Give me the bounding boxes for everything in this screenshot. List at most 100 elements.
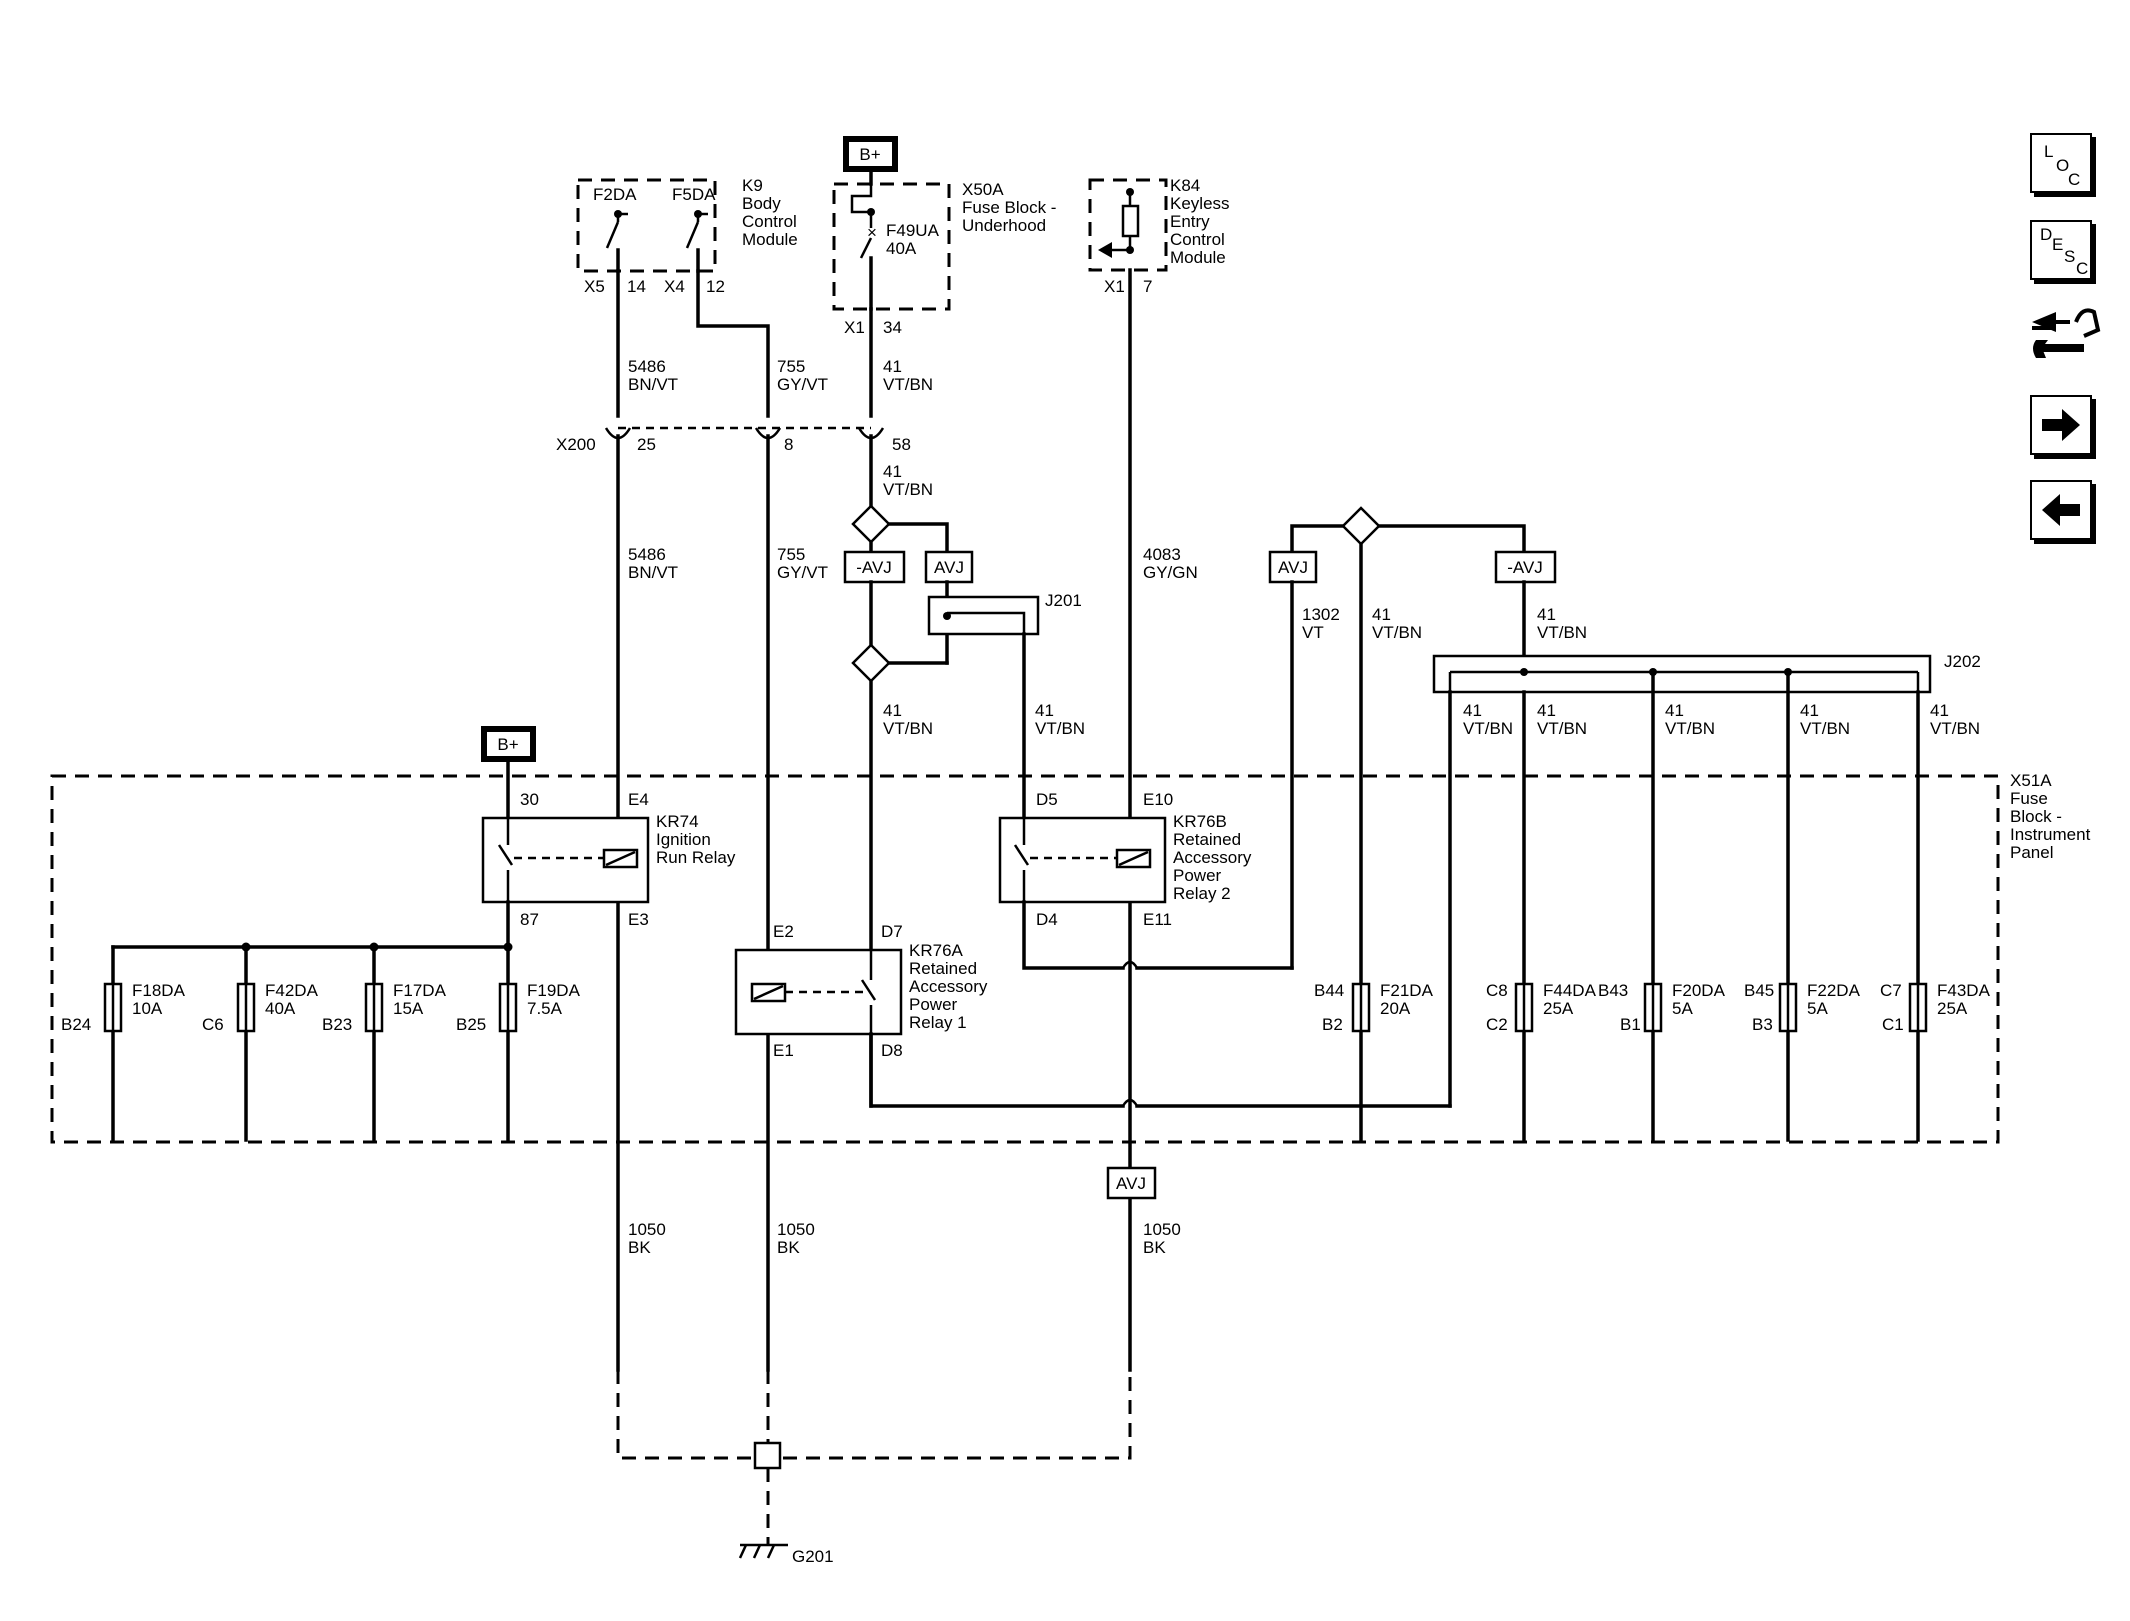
- relay-pin: E10: [1143, 790, 1173, 809]
- fuse-cavity: B25: [456, 1015, 486, 1034]
- fuse-name: F17DA: [393, 981, 447, 1000]
- fuse-f18da: [103, 945, 123, 1142]
- fuse-rating: 5A: [1807, 999, 1828, 1018]
- wire-label-color: VT/BN: [1035, 719, 1085, 738]
- next-page-button[interactable]: [2030, 395, 2092, 455]
- wire-label-number: 41: [883, 357, 902, 376]
- fuse-cavity: B44: [1314, 981, 1344, 1000]
- k84-output-driver: [1098, 188, 1140, 258]
- x50a-name-line: Underhood: [962, 216, 1046, 235]
- fuse-f17da: [364, 945, 384, 1142]
- x51a-name-line: Fuse: [2010, 789, 2048, 808]
- connector-wrench-button[interactable]: [2024, 300, 2104, 380]
- kr76b-contact: [1013, 818, 1030, 902]
- k9-name-line: Module: [742, 230, 798, 249]
- k9-pin-b: 12: [706, 277, 725, 296]
- fuse-name: F22DA: [1807, 981, 1861, 1000]
- kr76a-name-line: Accessory: [909, 977, 988, 996]
- fuse-rating: 25A: [1937, 999, 1968, 1018]
- x50a-name-line: Fuse Block -: [962, 198, 1056, 217]
- fuse-f43da: [1908, 982, 1928, 1142]
- fuse-name: F21DA: [1380, 981, 1434, 1000]
- wire-label-number: 5486: [628, 357, 666, 376]
- wire-label-color: VT/BN: [883, 719, 933, 738]
- location-button[interactable]: L O C: [2030, 133, 2092, 193]
- x50a-fuse-f49ua: ×: [850, 184, 877, 311]
- k9-switch-b: [685, 210, 708, 273]
- wire-label-color: BK: [777, 1238, 800, 1257]
- wire-label-number: 4083: [1143, 545, 1181, 564]
- location-letter: L: [2044, 142, 2054, 161]
- kr76b-id: KR76B: [1173, 812, 1227, 831]
- fuse-rating: 5A: [1672, 999, 1693, 1018]
- kr74-name-line: Run Relay: [656, 848, 736, 867]
- k84-name-line: Module: [1170, 248, 1226, 267]
- x200-pin: 25: [637, 435, 656, 454]
- wire-label-number: 1050: [628, 1220, 666, 1239]
- fuse-cavity: C6: [202, 1015, 224, 1034]
- ground-splice: [753, 1441, 782, 1470]
- fuse-f19da: [498, 945, 518, 1142]
- wire-label-number: 755: [777, 545, 805, 564]
- kr76b-output-wire: [1022, 900, 1125, 970]
- fuse-f44da: [1514, 982, 1534, 1142]
- description-button[interactable]: D E S C: [2030, 220, 2092, 280]
- option-not-avj-box: [1494, 550, 1557, 584]
- option-split-diamond: [851, 504, 891, 544]
- k9-connector-b: X4: [664, 277, 685, 296]
- wire-label-number: 1050: [777, 1220, 815, 1239]
- x51a-name-line: Block -: [2010, 807, 2062, 826]
- relay-pin: D8: [881, 1041, 903, 1060]
- k9-fuse-b-label: F5DA: [672, 185, 716, 204]
- x51a-id: X51A: [2010, 771, 2052, 790]
- fuse-f42da: [236, 945, 256, 1142]
- previous-page-button[interactable]: [2030, 480, 2092, 540]
- ground-label: G201: [792, 1547, 834, 1566]
- wire-label-number: 1302: [1302, 605, 1340, 624]
- kr76b-name-line: Relay 2: [1173, 884, 1231, 903]
- wire-label-number: 755: [777, 357, 805, 376]
- kr74-contact: [497, 818, 514, 902]
- option-not-avj-box: [843, 550, 906, 584]
- svg-text:×: ×: [867, 223, 877, 242]
- description-letter: D: [2040, 225, 2053, 244]
- x50a-pin: 34: [883, 318, 902, 337]
- wire-label-number: 1050: [1143, 1220, 1181, 1239]
- wire-label-number: 41: [1800, 701, 1819, 720]
- x50a-fuse-rating: 40A: [886, 239, 917, 258]
- option-split-diamond-right: [1341, 506, 1381, 546]
- k84-id: K84: [1170, 176, 1200, 195]
- battery-positive-left: B+: [481, 726, 536, 762]
- option-not-avj-label: -AVJ: [856, 558, 892, 577]
- fuse-rating: 15A: [393, 999, 424, 1018]
- x50a-module-outline: [832, 182, 951, 311]
- kr74-name-line: Ignition: [656, 830, 711, 849]
- x50a-id: X50A: [962, 180, 1004, 199]
- fuse-f20da: [1643, 982, 1663, 1142]
- fuse-cavity: B1: [1620, 1015, 1641, 1034]
- wire-not-avj-branch-right: [1377, 524, 1526, 554]
- kr76a-contact: [860, 950, 877, 1034]
- fuse-cavity: C2: [1486, 1015, 1508, 1034]
- kr76a-name-line: Relay 1: [909, 1013, 967, 1032]
- fuse-rating: 7.5A: [527, 999, 563, 1018]
- fuse-cavity: B45: [1744, 981, 1774, 1000]
- relay-pin: D4: [1036, 910, 1058, 929]
- location-letter: O: [2056, 156, 2070, 175]
- x50a-fuse-name: F49UA: [886, 221, 940, 240]
- relay-pin: E11: [1143, 910, 1172, 929]
- option-merge-diamond: [851, 643, 891, 683]
- k9-id: K9: [742, 176, 763, 195]
- wire-label-number: 41: [1035, 701, 1054, 720]
- option-avj-box: [924, 550, 974, 584]
- description-letter: S: [2064, 247, 2076, 266]
- kr76b-name-line: Accessory: [1173, 848, 1252, 867]
- x200-pin: 8: [784, 435, 793, 454]
- wire-label-number: 5486: [628, 545, 666, 564]
- fuse-name: F18DA: [132, 981, 186, 1000]
- option-not-avj-label: -AVJ: [1507, 558, 1543, 577]
- ground-symbol: [738, 1543, 788, 1559]
- kr76b-name-line: Retained: [1173, 830, 1241, 849]
- ground-harness-outline: [616, 1370, 1132, 1460]
